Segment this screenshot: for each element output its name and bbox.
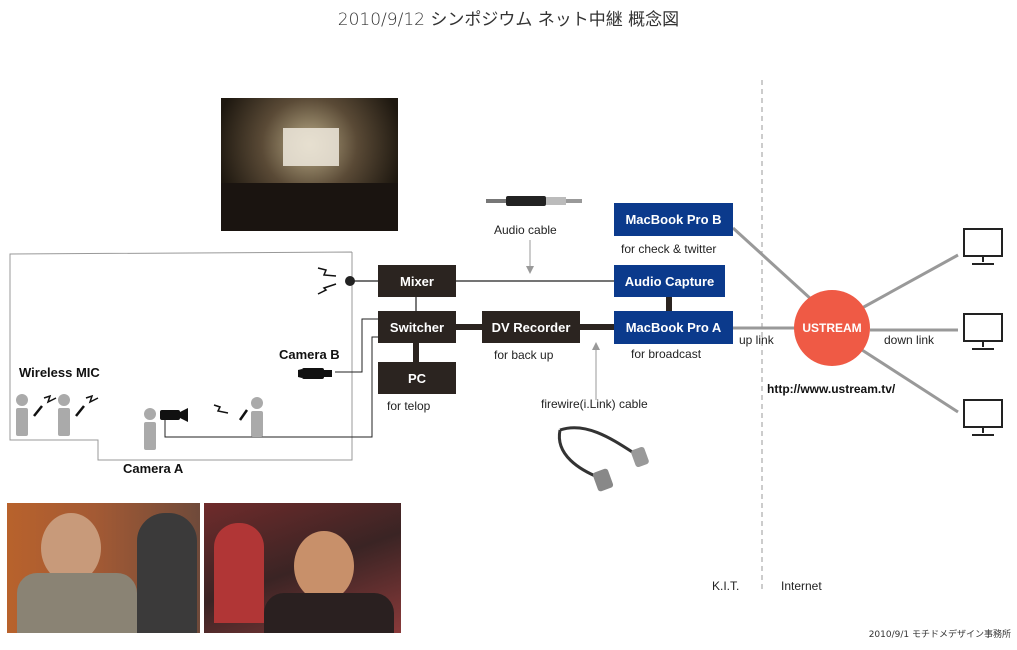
monitor-icon bbox=[963, 313, 1003, 350]
venue-outline bbox=[9, 251, 353, 461]
person-icon bbox=[58, 394, 70, 436]
person-icon bbox=[144, 408, 156, 450]
down-link-label: down link bbox=[884, 333, 935, 347]
credit-text: 2010/9/1 モチドメデザイン事務所 bbox=[868, 630, 1011, 640]
camera-a-label: Camera A bbox=[123, 461, 184, 476]
ustream-url-label[interactable]: http://www.ustream.tv/ bbox=[767, 382, 896, 396]
monitor-icon bbox=[963, 228, 1003, 265]
diagram-title: 2010/9/12 シンポジウム ネット中継 概念図 bbox=[337, 10, 680, 30]
audience-photo bbox=[204, 503, 401, 633]
venue-photo bbox=[221, 98, 398, 231]
macbook-pro-a-box: MacBook Pro A bbox=[614, 311, 733, 344]
person-icon bbox=[16, 394, 28, 436]
internet-label: Internet bbox=[781, 579, 822, 593]
for-check-twitter-label: for check & twitter bbox=[621, 242, 717, 256]
camera-icon bbox=[160, 408, 188, 422]
switcher-box: Switcher bbox=[378, 311, 456, 343]
for-broadcast-label: for broadcast bbox=[631, 347, 702, 361]
microphone-icon bbox=[33, 405, 249, 421]
pc-box: PC bbox=[378, 362, 456, 394]
dv-recorder-box: DV Recorder bbox=[482, 311, 580, 343]
monitor-icon bbox=[963, 399, 1003, 436]
person-icon bbox=[251, 397, 263, 437]
firewire-cable-label: firewire(i.Link) cable bbox=[541, 397, 648, 411]
camera-b-label: Camera B bbox=[279, 347, 340, 362]
ustream-node: USTREAM bbox=[794, 290, 870, 366]
audio-capture-box: Audio Capture bbox=[614, 265, 725, 297]
up-link-label: up link bbox=[739, 333, 774, 347]
for-back-up-label: for back up bbox=[494, 348, 554, 362]
for-telop-label: for telop bbox=[387, 399, 431, 413]
mixer-box: Mixer bbox=[378, 265, 456, 297]
macbook-pro-b-box: MacBook Pro B bbox=[614, 203, 733, 236]
audio-plug-icon bbox=[486, 196, 582, 206]
wireless-signal-icon bbox=[43, 267, 337, 414]
camera-icon bbox=[298, 368, 332, 379]
firewire-cable-icon bbox=[557, 426, 649, 492]
audio-cable-label: Audio cable bbox=[494, 223, 557, 237]
speaker-photo bbox=[7, 503, 200, 633]
wireless-mic-label: Wireless MIC bbox=[19, 365, 100, 380]
kit-label: K.I.T. bbox=[712, 579, 740, 593]
